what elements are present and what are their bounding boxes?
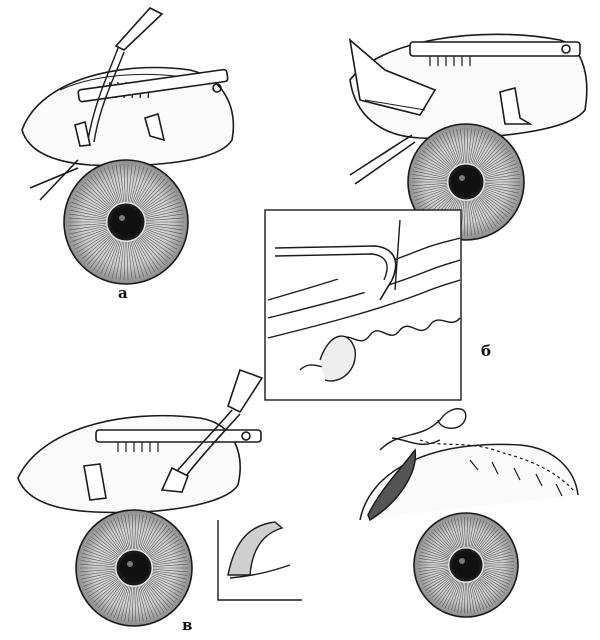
eye-v	[75, 509, 193, 627]
label-panel-a: а	[118, 284, 128, 302]
clamp-instrument	[77, 68, 229, 103]
panel-a	[21, 7, 235, 201]
panel-b	[348, 33, 588, 185]
eye-a	[63, 159, 189, 285]
eyelid-outline	[21, 66, 235, 167]
scalpel	[114, 7, 164, 51]
clamp-screw	[212, 83, 222, 93]
suture-thread	[379, 408, 467, 451]
scalpel-v	[227, 368, 264, 414]
panel-v	[17, 368, 264, 514]
detail-inset-small	[217, 520, 302, 601]
eye-sutured	[413, 512, 519, 618]
label-panel-v: в	[182, 616, 193, 634]
panel-sutured	[359, 408, 579, 522]
detail-inset	[264, 209, 462, 401]
clamp-instrument-b	[409, 41, 581, 57]
label-panel-b: б	[481, 342, 492, 360]
clamp-instrument-v	[95, 429, 262, 443]
